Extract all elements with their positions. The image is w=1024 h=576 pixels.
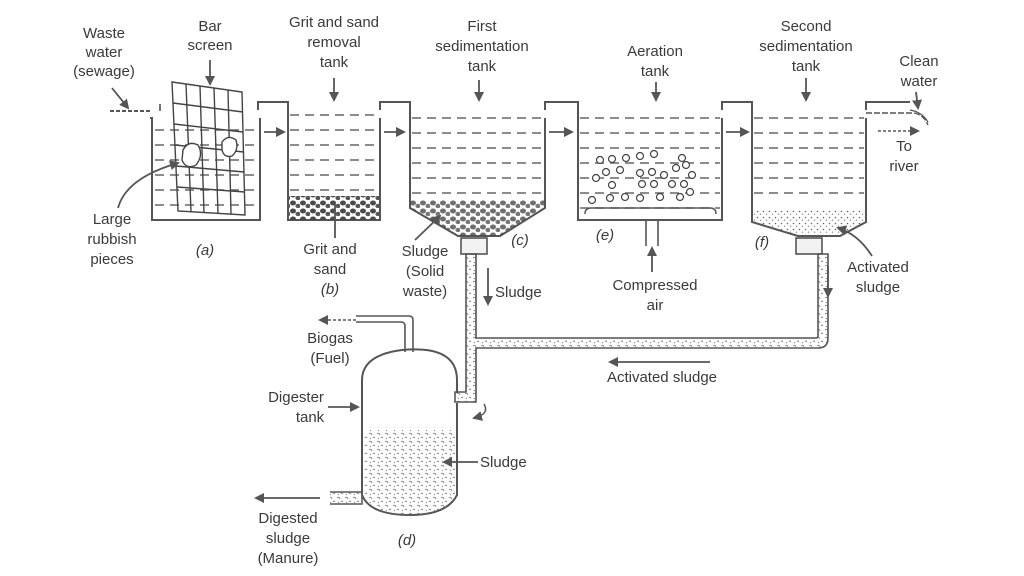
- second-sedimentation-tank: [721, 101, 929, 255]
- sludge-pipes: [454, 253, 829, 403]
- label-sludge-solid: Sludge: [402, 243, 449, 260]
- label-activated-sludge-tank: Activated: [847, 259, 909, 276]
- label-large-rubbish: pieces: [90, 251, 133, 268]
- label-first-sedimentation: tank: [468, 58, 497, 75]
- label-biogas: Biogas: [307, 330, 353, 347]
- label-aeration: Aeration: [627, 43, 683, 60]
- stage-marker-f: (f): [755, 234, 769, 251]
- aeration-tank: [544, 101, 723, 246]
- bar-screen-tank: [110, 81, 261, 221]
- label-first-sedimentation: First: [467, 18, 497, 35]
- label-second-sedimentation: sedimentation: [759, 38, 852, 55]
- label-sludge-solid: waste): [402, 283, 447, 300]
- digester-tank: [318, 315, 487, 517]
- label-second-sedimentation: tank: [792, 58, 821, 75]
- label-clean-water: Clean: [899, 53, 938, 70]
- label-second-sedimentation: Second: [781, 18, 832, 35]
- label-sludge-flow: Sludge: [495, 284, 542, 301]
- label-first-sedimentation: sedimentation: [435, 38, 528, 55]
- label-biogas: (Fuel): [310, 350, 349, 367]
- text-labels: Waste water (sewage) Bar screen Grit and…: [73, 14, 938, 567]
- water-lines-a: [155, 129, 258, 206]
- stage-marker-c: (c): [511, 232, 529, 249]
- label-activated-sludge-tank: sludge: [856, 279, 900, 296]
- rubbish-piece: [181, 142, 202, 168]
- label-grit-tank: tank: [320, 54, 349, 71]
- label-compressed-air: Compressed: [612, 277, 697, 294]
- first-sedimentation-tank: [379, 101, 546, 255]
- label-grit-sand: sand: [314, 261, 347, 278]
- label-digested-sludge: sludge: [266, 530, 310, 547]
- label-grit-tank: removal: [307, 34, 360, 51]
- rubbish-piece: [221, 136, 238, 158]
- label-grit-sand: Grit and: [303, 241, 356, 258]
- label-digested-sludge: Digested: [258, 510, 317, 527]
- label-sludge-solid: (Solid: [406, 263, 444, 280]
- label-waste-water: Waste: [83, 25, 125, 42]
- label-waste-water: water: [85, 44, 123, 61]
- air-bubbles: [587, 149, 697, 205]
- label-compressed-air: air: [647, 297, 664, 314]
- stage-marker-a: (a): [196, 242, 214, 259]
- label-bar-screen: screen: [187, 37, 232, 54]
- grit-tank: [257, 101, 381, 221]
- label-grit-tank: Grit and sand: [289, 14, 379, 31]
- label-to-river: To: [896, 138, 912, 155]
- label-large-rubbish: rubbish: [87, 231, 136, 248]
- label-digester-tank: Digester: [268, 389, 324, 406]
- label-to-river: river: [889, 158, 918, 175]
- label-digester-tank: tank: [296, 409, 325, 426]
- label-digester-sludge: Sludge: [480, 454, 527, 471]
- stage-marker-b: (b): [321, 281, 339, 298]
- label-clean-water: water: [900, 73, 938, 90]
- label-digested-sludge: (Manure): [258, 550, 319, 567]
- label-arrows: [111, 60, 922, 503]
- stage-marker-e: (e): [596, 227, 614, 244]
- label-aeration: tank: [641, 63, 670, 80]
- label-waste-water: (sewage): [73, 63, 135, 80]
- label-large-rubbish: Large: [93, 211, 131, 228]
- air-diffuser: [584, 207, 717, 215]
- stage-marker-d: (d): [398, 532, 416, 549]
- label-bar-screen: Bar: [198, 18, 221, 35]
- label-activated-sludge-return: Activated sludge: [607, 369, 717, 386]
